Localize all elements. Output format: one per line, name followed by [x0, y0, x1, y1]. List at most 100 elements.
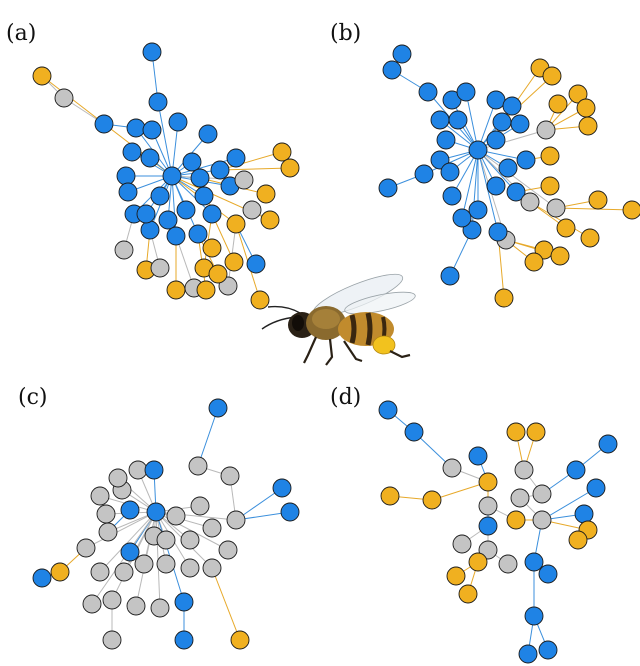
network-panel-a — [32, 42, 300, 310]
network-node — [196, 280, 216, 300]
network-node — [156, 554, 176, 574]
network-node — [150, 258, 170, 278]
network-node — [532, 510, 552, 530]
network-node — [198, 124, 218, 144]
network-node — [166, 226, 186, 246]
network-node — [548, 94, 568, 114]
network-panel-d — [378, 400, 618, 664]
network-edge — [477, 149, 557, 209]
network-node — [250, 290, 270, 310]
network-node — [506, 182, 526, 202]
network-node — [392, 44, 412, 64]
network-node — [498, 554, 518, 574]
network-node — [498, 158, 518, 178]
network-node — [380, 486, 400, 506]
network-node — [188, 456, 208, 476]
network-node — [440, 162, 460, 182]
network-node — [468, 200, 488, 220]
network-edge — [85, 511, 157, 549]
network-node — [486, 130, 506, 150]
network-node — [486, 90, 506, 110]
network-edge — [171, 157, 237, 177]
network-node — [478, 472, 498, 492]
network-node — [120, 542, 140, 562]
network-node — [540, 146, 560, 166]
network-node — [118, 182, 138, 202]
panel-label-a: (a) — [6, 21, 36, 46]
network-node — [234, 170, 254, 190]
network-node — [148, 92, 168, 112]
network-node — [478, 516, 498, 536]
network-node — [440, 266, 460, 286]
panel-label-d: (d) — [330, 385, 361, 410]
network-node — [546, 198, 566, 218]
network-node — [486, 176, 506, 196]
network-node — [220, 466, 240, 486]
network-node — [146, 502, 166, 522]
network-node — [120, 500, 140, 520]
network-node — [556, 218, 576, 238]
network-node — [224, 252, 244, 272]
network-node — [142, 42, 162, 62]
network-node — [230, 630, 250, 650]
network-edge — [555, 207, 633, 211]
network-node — [436, 130, 456, 150]
network-edge — [99, 511, 157, 573]
network-node — [404, 422, 424, 442]
network-node — [418, 82, 438, 102]
panel-label-c: (c) — [18, 385, 48, 410]
network-node — [442, 458, 462, 478]
network-node — [520, 192, 540, 212]
network-node — [586, 478, 606, 498]
network-node — [226, 148, 246, 168]
network-node — [516, 150, 536, 170]
network-node — [506, 510, 526, 530]
network-node — [382, 60, 402, 80]
network-node — [142, 120, 162, 140]
network-node — [524, 606, 544, 626]
network-node — [82, 594, 102, 614]
network-node — [162, 166, 182, 186]
honeybee-icon — [261, 273, 416, 366]
network-node — [32, 568, 52, 588]
network-panel-b — [378, 44, 640, 308]
network-node — [494, 288, 514, 308]
network-node — [50, 562, 70, 582]
network-node — [452, 534, 472, 554]
network-node — [32, 66, 52, 86]
network-node — [622, 200, 640, 220]
network-node — [468, 446, 488, 466]
network-node — [458, 584, 478, 604]
network-node — [588, 190, 608, 210]
network-node — [202, 238, 222, 258]
network-edge — [157, 101, 173, 177]
network-node — [524, 252, 544, 272]
network-node — [378, 178, 398, 198]
network-node — [180, 530, 200, 550]
network-node — [150, 186, 170, 206]
network-node — [126, 118, 146, 138]
network-node — [524, 552, 544, 572]
network-node — [174, 592, 194, 612]
network-node — [166, 506, 186, 526]
network-node — [442, 186, 462, 206]
network-node — [188, 224, 208, 244]
network-node — [510, 114, 530, 134]
network-edge — [219, 167, 291, 171]
network-node — [208, 398, 228, 418]
network-node — [456, 82, 476, 102]
network-node — [506, 422, 526, 442]
network-node — [180, 558, 200, 578]
network-edge — [541, 487, 597, 521]
network-node — [114, 240, 134, 260]
network-edge — [461, 149, 479, 219]
network-node — [538, 564, 558, 584]
network-node — [280, 502, 300, 522]
network-edge — [171, 175, 177, 237]
network-node — [510, 488, 530, 508]
network-node — [190, 168, 210, 188]
network-node — [542, 66, 562, 86]
network-node — [102, 630, 122, 650]
network-node — [488, 222, 508, 242]
network-node — [136, 204, 156, 224]
